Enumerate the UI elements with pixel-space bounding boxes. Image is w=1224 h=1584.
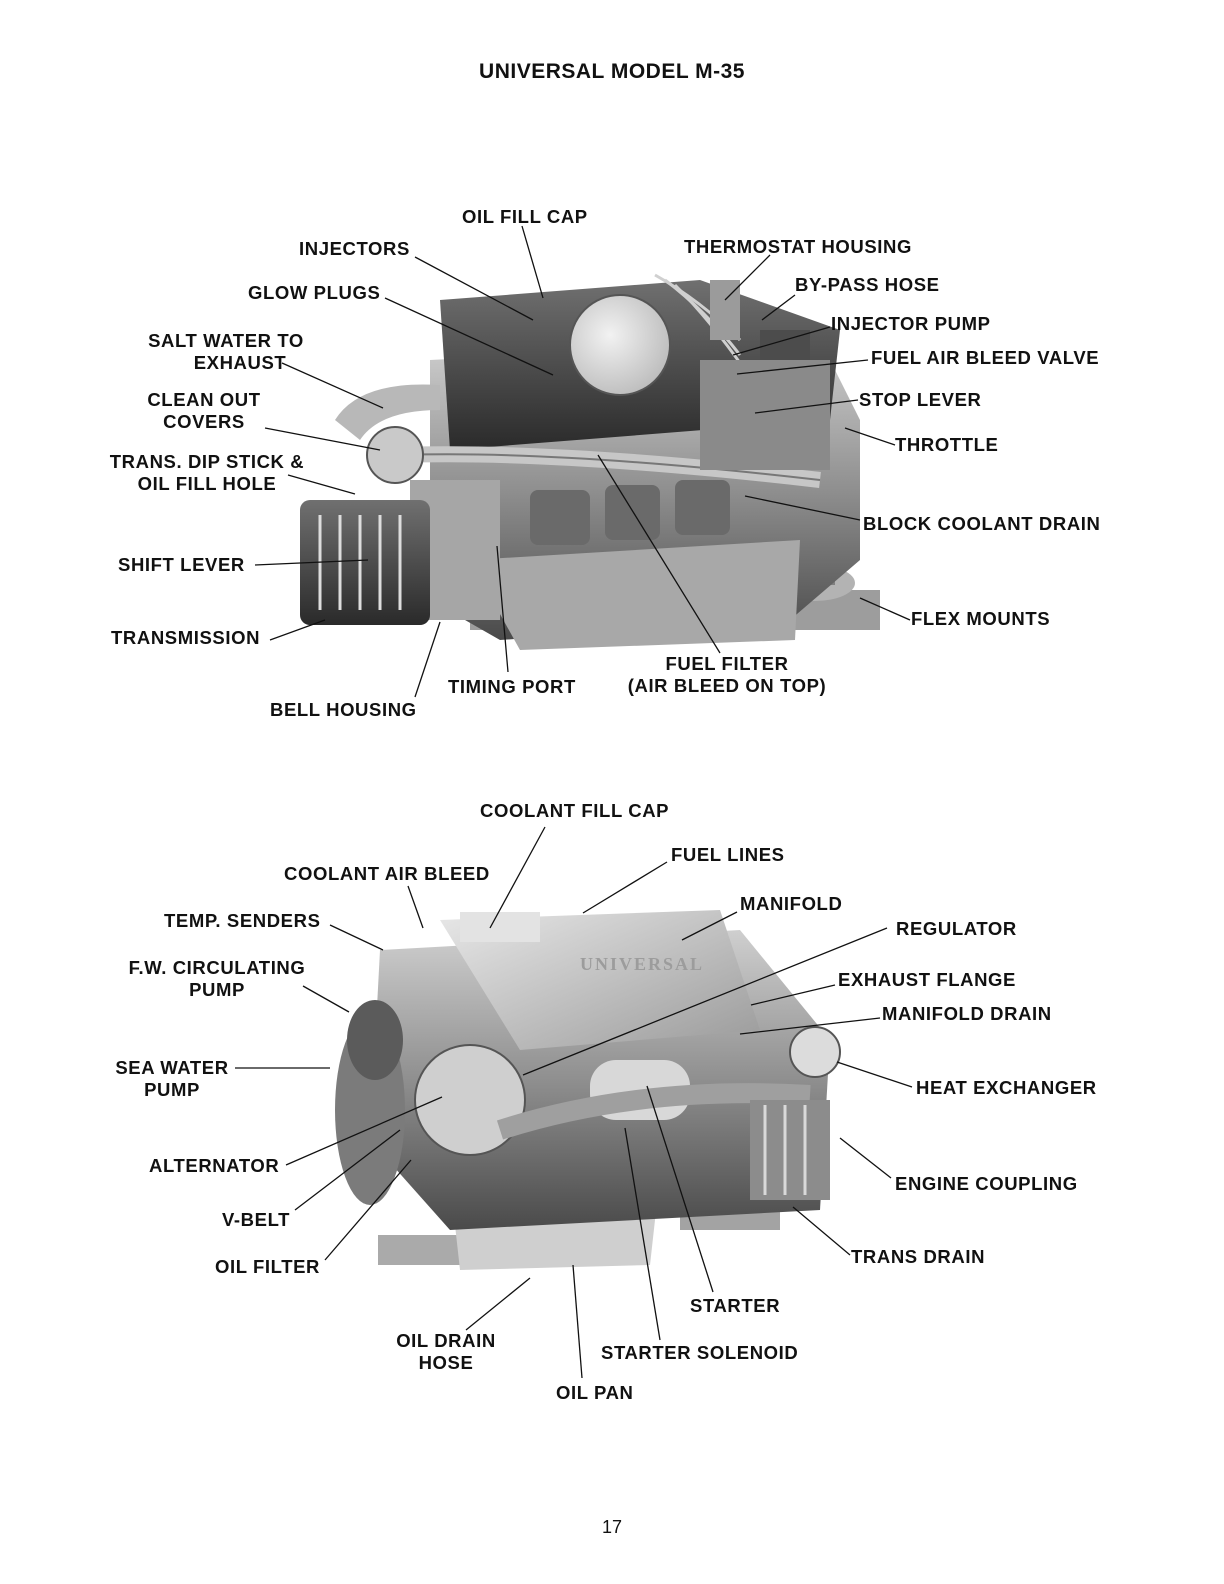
label-fw-circulating-pump: F.W. CIRCULATING PUMP: [128, 957, 306, 1000]
label-injector-pump: INJECTOR PUMP: [831, 313, 991, 334]
label-glow-plugs: GLOW PLUGS: [248, 282, 381, 303]
label-manifold: MANIFOLD: [740, 893, 843, 914]
label-salt-water-to-exhaust: SALT WATER TO EXHAUST: [148, 330, 304, 373]
label-fuel-filter: FUEL FILTER (AIR BLEED ON TOP): [627, 653, 827, 696]
engine-nameplate: UNIVERSAL: [580, 954, 704, 974]
label-engine-coupling: ENGINE COUPLING: [895, 1173, 1078, 1194]
label-oil-pan: OIL PAN: [556, 1382, 634, 1403]
label-heat-exchanger: HEAT EXCHANGER: [916, 1077, 1097, 1098]
label-throttle: THROTTLE: [895, 434, 999, 455]
label-transmission: TRANSMISSION: [111, 627, 261, 648]
label-trans-drain: TRANS DRAIN: [851, 1246, 986, 1267]
bottom-engine-photo: UNIVERSAL: [335, 910, 841, 1270]
label-stop-lever: STOP LEVER: [859, 389, 982, 410]
page-number: 17: [601, 1517, 623, 1537]
label-temp-senders: TEMP. SENDERS: [164, 910, 321, 931]
label-oil-drain-hose: OIL DRAIN HOSE: [396, 1330, 496, 1373]
label-flex-mounts: FLEX MOUNTS: [911, 608, 1051, 629]
label-regulator: REGULATOR: [896, 918, 1017, 939]
label-fuel-air-bleed-valve: FUEL AIR BLEED VALVE: [871, 347, 1100, 368]
label-injectors: INJECTORS: [299, 238, 410, 259]
label-starter-solenoid: STARTER SOLENOID: [601, 1342, 799, 1363]
label-oil-fill-cap: OIL FILL CAP: [462, 206, 588, 227]
label-fuel-lines: FUEL LINES: [671, 844, 785, 865]
label-bell-housing: BELL HOUSING: [270, 699, 417, 720]
bottom-leader-lines: [235, 826, 913, 1379]
label-clean-out-covers: CLEAN OUT COVERS: [147, 389, 261, 432]
label-timing-port: TIMING PORT: [448, 676, 576, 697]
label-oil-filter: OIL FILTER: [215, 1256, 321, 1277]
label-bypass-hose: BY-PASS HOSE: [795, 274, 940, 295]
label-coolant-fill-cap: COOLANT FILL CAP: [480, 800, 670, 821]
top-engine-photo: [300, 273, 880, 650]
label-trans-dip-stick: TRANS. DIP STICK & OIL FILL HOLE: [109, 451, 305, 494]
top-leader-lines: [254, 225, 911, 698]
label-manifold-drain: MANIFOLD DRAIN: [882, 1003, 1052, 1024]
label-coolant-air-bleed: COOLANT AIR BLEED: [284, 863, 490, 884]
label-starter: STARTER: [690, 1295, 781, 1316]
label-shift-lever: SHIFT LEVER: [118, 554, 245, 575]
label-sea-water-pump: SEA WATER PUMP: [115, 1057, 229, 1100]
label-block-coolant-drain: BLOCK COOLANT DRAIN: [863, 513, 1101, 534]
page-title: UNIVERSAL MODEL M-35: [479, 60, 745, 83]
label-thermostat-housing: THERMOSTAT HOUSING: [684, 236, 912, 257]
label-alternator: ALTERNATOR: [149, 1155, 280, 1176]
label-exhaust-flange: EXHAUST FLANGE: [838, 969, 1016, 990]
label-v-belt: V-BELT: [222, 1209, 291, 1230]
